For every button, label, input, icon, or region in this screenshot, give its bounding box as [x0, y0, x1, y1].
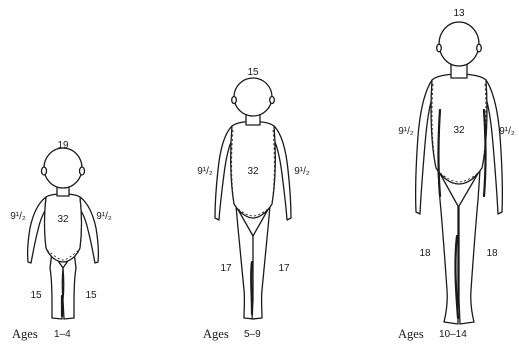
left-arm-percent-label: 9¹/₂	[398, 126, 414, 137]
ages-range-label: 5–9	[244, 329, 261, 340]
right-arm-percent-label: 9¹/₂	[499, 126, 515, 137]
right-ear	[477, 44, 482, 52]
left-ear	[42, 167, 47, 175]
right-arm-percent-label: 9¹/₂	[96, 211, 112, 222]
left-arm-percent-label: 9¹/₂	[10, 211, 26, 222]
torso	[45, 194, 82, 262]
trunk-percent-label: 32	[247, 166, 259, 177]
left-leg-percent-label: 18	[419, 248, 431, 259]
figure-child-ages-10-14	[416, 22, 503, 324]
right-leg-percent-label: 15	[85, 290, 97, 301]
right-leg	[459, 170, 480, 324]
trunk-percent-label: 32	[453, 125, 465, 136]
ages-range-label: 10–14	[439, 329, 467, 340]
head	[44, 148, 82, 188]
trunk-percent-label: 32	[57, 214, 69, 225]
figure-child-ages-5-9	[215, 78, 291, 319]
ages-label: Ages	[203, 327, 229, 341]
left-ear	[437, 44, 442, 52]
left-ear	[232, 97, 237, 104]
left-leg-percent-label: 15	[30, 290, 42, 301]
head-percent-label: 13	[453, 8, 465, 19]
head-percent-label: 19	[57, 140, 69, 151]
right-ear	[270, 97, 275, 104]
right-ear	[80, 167, 85, 175]
ages-label: Ages	[398, 327, 424, 341]
ages-label: Ages	[12, 327, 38, 341]
right-leg-percent-label: 18	[486, 248, 498, 259]
right-leg	[252, 206, 270, 319]
right-arm-percent-label: 9¹/₂	[294, 166, 310, 177]
ages-range-label: 1–4	[54, 329, 71, 340]
head	[234, 78, 272, 116]
head	[439, 22, 479, 66]
right-leg-percent-label: 17	[278, 263, 290, 274]
head-percent-label: 15	[247, 67, 259, 78]
left-leg-percent-label: 17	[220, 263, 232, 274]
left-arm-percent-label: 9¹/₂	[197, 166, 213, 177]
